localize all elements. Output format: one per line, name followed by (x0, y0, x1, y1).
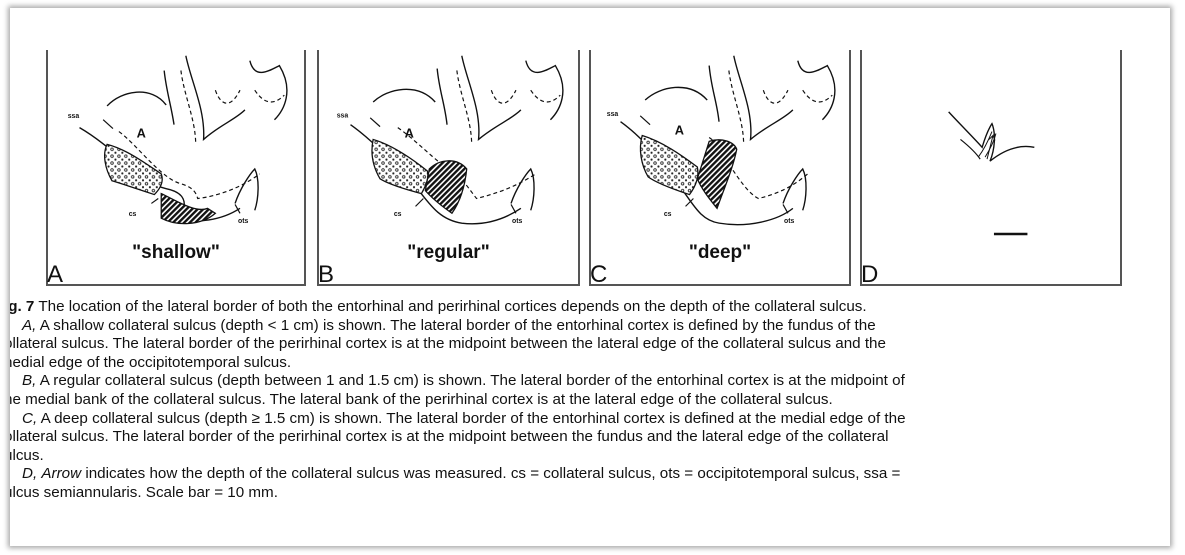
cs-label: cs (394, 211, 402, 218)
panel-b-name: "regular" (319, 242, 578, 264)
ots-label: ots (784, 218, 794, 225)
caption-c-letter: C, (22, 410, 37, 427)
panel-d-letter: D (861, 262, 878, 288)
figure-number: ig. 7 (10, 298, 34, 315)
caption-c-line2: ollateral sulcus. The lateral border of … (10, 428, 889, 445)
panel-d: D (860, 50, 1122, 286)
panel-c-letter: C (590, 262, 607, 288)
caption-c-line1: A deep collateral sulcus (depth ≥ 1.5 cm… (41, 410, 906, 427)
sulcus-depth-drawing-d (862, 50, 1120, 284)
ssa-label: ssa (607, 111, 619, 118)
ots-label: ots (238, 218, 248, 225)
figure-page: ssa A cs ots "shallow" A ssa A cs ots "r… (10, 8, 1170, 546)
cs-label: cs (129, 211, 137, 218)
caption-a-line1: A shallow collateral sulcus (depth < 1 c… (40, 317, 876, 334)
caption-b-line1: A regular collateral sulcus (depth betwe… (40, 372, 905, 389)
caption-d-arrow: Arrow (41, 465, 81, 482)
caption-b-line2: he medial bank of the collateral sulcus.… (10, 391, 833, 408)
ots-label: ots (512, 218, 522, 225)
panel-b: ssa A cs ots "regular" B (317, 50, 580, 286)
caption-b-letter: B, (22, 372, 36, 389)
caption-d-line2: ulcus semiannularis. Scale bar = 10 mm. (10, 484, 278, 501)
ssa-label: ssa (337, 113, 349, 120)
caption-d-line1: indicates how the depth of the collatera… (85, 465, 900, 482)
caption-d-letter: D, (22, 465, 37, 482)
panel-c: ssa A cs ots "deep" C (589, 50, 851, 286)
region-label: A (405, 125, 414, 140)
panel-a: ssa A cs ots "shallow" A (46, 50, 306, 286)
caption-a-letter: A, (22, 317, 36, 334)
panel-b-letter: B (318, 262, 334, 288)
region-label: A (137, 125, 146, 140)
panel-a-letter: A (47, 262, 63, 288)
cs-label: cs (664, 211, 672, 218)
caption-intro: The location of the lateral border of bo… (38, 298, 866, 315)
caption-a-line2: ollateral sulcus. The lateral border of … (10, 335, 886, 352)
caption-a-line3: nedial edge of the occipitotemporal sulc… (10, 354, 291, 371)
panel-c-name: "deep" (591, 242, 849, 264)
ssa-label: ssa (68, 113, 80, 120)
panel-a-name: "shallow" (48, 242, 304, 264)
figure-caption: ig. 7 The location of the lateral border… (10, 298, 1154, 503)
caption-c-line3: ulcus. (10, 447, 44, 464)
region-label: A (675, 123, 684, 138)
